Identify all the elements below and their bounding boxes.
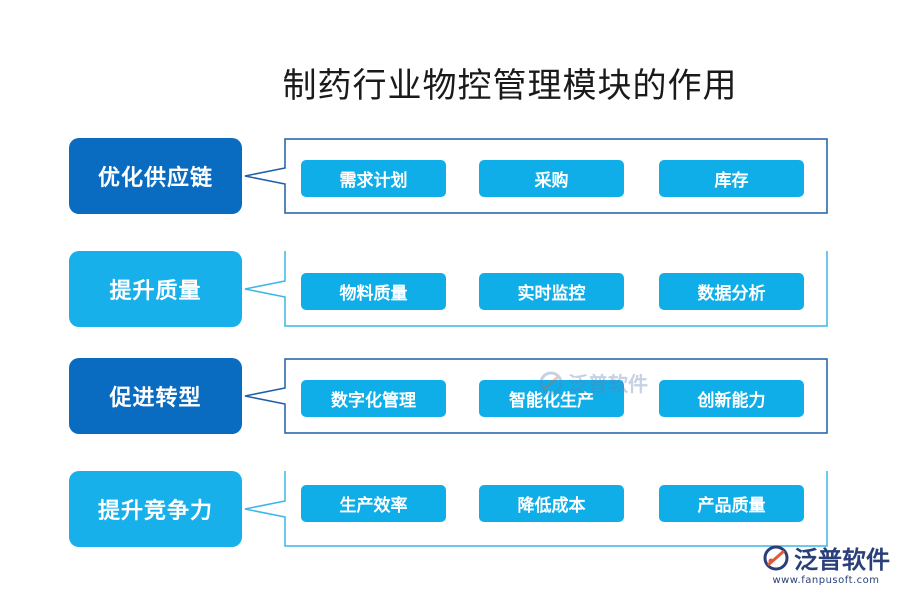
row-quality: 提升质量 物料质量 实时监控 数据分析	[0, 251, 900, 331]
category-box: 优化供应链	[69, 138, 242, 214]
row-supply-chain: 优化供应链 需求计划 采购 库存	[0, 138, 900, 218]
row-transformation: 促进转型 数字化管理 智能化生产 创新能力	[0, 358, 900, 438]
category-box: 促进转型	[69, 358, 242, 434]
category-box: 提升竞争力	[69, 471, 242, 547]
category-box: 提升质量	[69, 251, 242, 327]
row-competitiveness: 提升竞争力 生产效率 降低成本 产品质量	[0, 471, 900, 551]
item-pill: 生产效率	[301, 485, 446, 522]
item-pill: 数字化管理	[301, 380, 446, 417]
arrow-frame	[244, 138, 828, 214]
brand-logo: 泛普软件 www.fanpusoft.com	[762, 540, 890, 586]
item-pill: 创新能力	[659, 380, 804, 417]
item-pill: 降低成本	[479, 485, 624, 522]
watermark-text: 泛普软件	[568, 372, 648, 396]
watermark-logo-icon	[539, 371, 563, 394]
brand-logo-icon	[763, 545, 789, 570]
item-pill: 采购	[479, 160, 624, 197]
item-pill: 实时监控	[479, 273, 624, 310]
arrow-frame	[244, 471, 828, 547]
item-pill: 数据分析	[659, 273, 804, 310]
arrow-frame	[244, 251, 828, 327]
diagram-title: 制药行业物控管理模块的作用	[282, 66, 738, 106]
brand-name: 泛普软件	[794, 546, 890, 574]
brand-url: www.fanpusoft.com	[772, 575, 880, 586]
watermark: 泛普软件	[538, 368, 648, 397]
item-pill: 产品质量	[659, 485, 804, 522]
arrow-frame	[244, 358, 828, 434]
item-pill: 库存	[659, 160, 804, 197]
item-pill: 需求计划	[301, 160, 446, 197]
item-pill: 智能化生产	[479, 380, 624, 417]
item-pill: 物料质量	[301, 273, 446, 310]
